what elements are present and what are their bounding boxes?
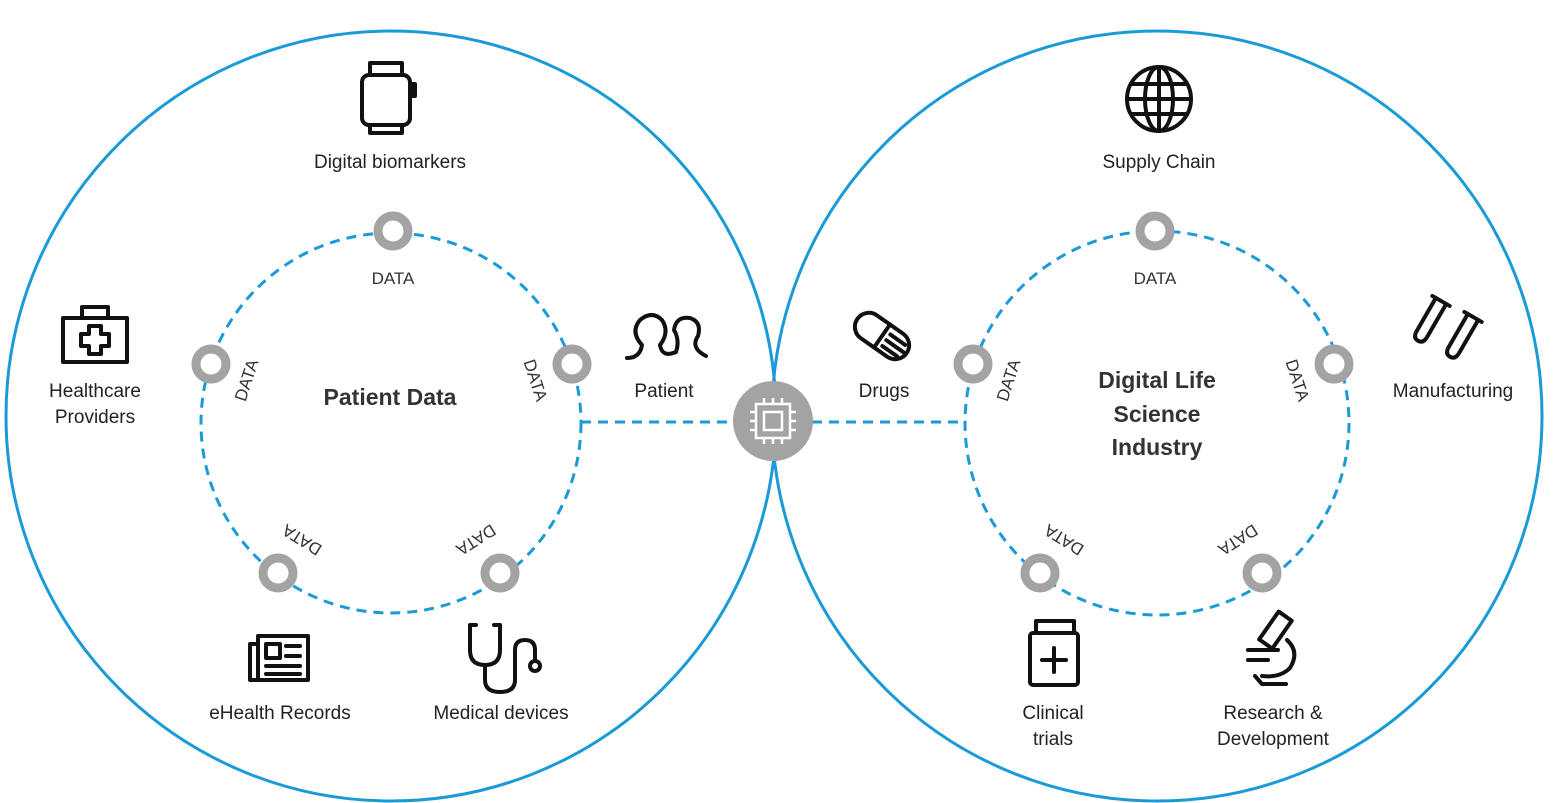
right-cluster-title-line3: Industry — [1112, 434, 1203, 460]
medical-devices-label: Medical devices — [433, 703, 568, 724]
data-node — [953, 344, 993, 384]
data-node — [191, 344, 231, 384]
supply-chain-label: Supply Chain — [1102, 152, 1215, 173]
data-node — [1314, 344, 1354, 384]
stethoscope-icon — [468, 623, 542, 694]
data-label: DATA — [993, 356, 1025, 403]
research-label-line2: Development — [1217, 729, 1330, 750]
pill-icon — [852, 310, 912, 362]
microscope-icon — [1246, 609, 1297, 686]
chip-icon — [750, 398, 796, 444]
data-node — [1242, 553, 1282, 593]
healthcare-providers-label-line2: Providers — [55, 407, 135, 428]
right-cluster-title-line2: Science — [1114, 401, 1201, 427]
patient-label: Patient — [634, 381, 694, 402]
data-label: DATA — [231, 356, 263, 403]
data-node — [373, 211, 413, 251]
clinical-trials-label-line1: Clinical — [1022, 703, 1083, 724]
research-label-line1: Research & — [1223, 703, 1323, 724]
data-node — [480, 553, 520, 593]
healthcare-providers-label-line1: Healthcare — [49, 381, 141, 402]
data-node — [1135, 211, 1175, 251]
data-label: DATA — [452, 520, 499, 559]
left-data-ring — [199, 231, 583, 615]
data-label: DATA — [1282, 357, 1314, 404]
data-label: DATA — [520, 357, 552, 404]
left-nodes — [191, 211, 592, 593]
medical-kit-icon — [61, 305, 129, 364]
smartwatch-icon — [360, 61, 417, 135]
newspaper-icon — [248, 634, 310, 682]
globe-icon — [1125, 65, 1193, 133]
left-cluster-title: Patient Data — [324, 384, 457, 410]
data-node — [258, 553, 298, 593]
data-label: DATA — [1214, 520, 1261, 559]
right-nodes — [953, 211, 1354, 593]
medicine-bottle-icon — [1028, 619, 1080, 687]
patient-icon — [625, 313, 708, 360]
data-label: DATA — [278, 520, 325, 559]
clinical-trials-label-line2: trials — [1033, 729, 1073, 750]
drugs-label: Drugs — [859, 381, 910, 402]
right-cluster-title-line1: Digital Life — [1098, 367, 1216, 393]
center-hub — [733, 381, 813, 461]
data-label: DATA — [372, 269, 415, 288]
digital-biomarkers-label: Digital biomarkers — [314, 152, 466, 173]
data-label: DATA — [1134, 269, 1177, 288]
test-tubes-icon — [1413, 293, 1484, 360]
data-node — [552, 344, 592, 384]
data-node — [1020, 553, 1060, 593]
manufacturing-label: Manufacturing — [1393, 381, 1513, 402]
data-label: DATA — [1040, 520, 1087, 559]
ehealth-records-label: eHealth Records — [209, 703, 351, 724]
